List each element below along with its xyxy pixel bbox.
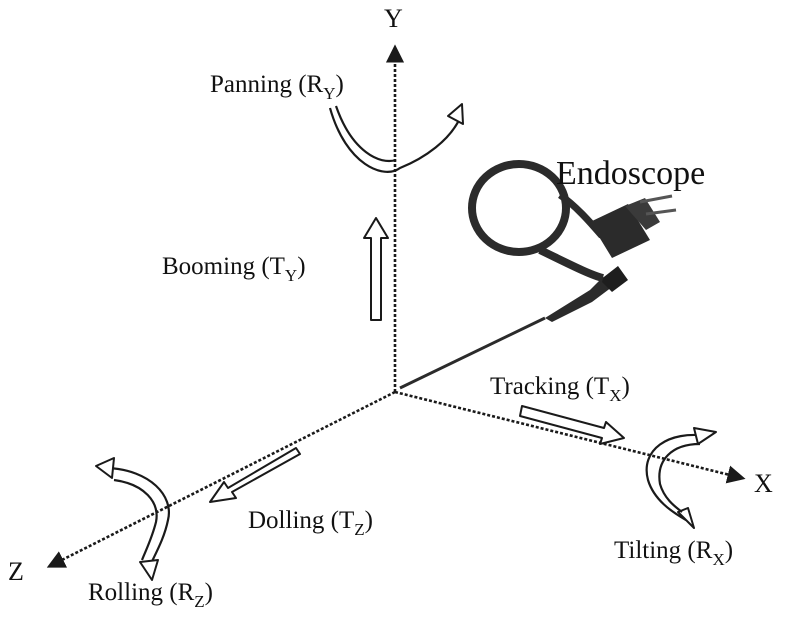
x-axis <box>394 390 746 484</box>
dolling-subscript: Z <box>354 520 364 539</box>
tracking-subscript: X <box>609 386 621 405</box>
dolling-label: Dolling (TZ) <box>248 507 373 539</box>
z-axis-label: Z <box>8 557 24 586</box>
rolling-label: Rolling (RZ) <box>88 579 213 611</box>
axes <box>46 44 746 568</box>
y-axis-label: Y <box>384 4 403 33</box>
rolling-subscript: Z <box>194 592 204 611</box>
endoscope-illustration <box>399 160 677 390</box>
panning-label: Panning (RY) <box>210 71 344 103</box>
booming-label: Booming (TY) <box>162 253 306 285</box>
dolling-arrow-icon <box>209 447 301 503</box>
booming-arrow-icon <box>363 217 389 321</box>
tilting-label: Tilting (RX) <box>614 537 733 569</box>
endoscope-label: Endoscope <box>556 155 705 192</box>
panning-subscript: Y <box>323 84 335 103</box>
tracking-arrow-icon <box>519 405 625 445</box>
panning-rotation-icon <box>328 103 464 173</box>
x-axis-label: X <box>754 469 773 498</box>
booming-subscript: Y <box>285 266 297 285</box>
tilting-subscript: X <box>712 550 724 569</box>
z-axis <box>46 390 396 568</box>
tracking-label: Tracking (TX) <box>490 373 630 405</box>
rolling-rotation-icon <box>95 457 170 581</box>
tilting-rotation-icon <box>645 427 717 529</box>
